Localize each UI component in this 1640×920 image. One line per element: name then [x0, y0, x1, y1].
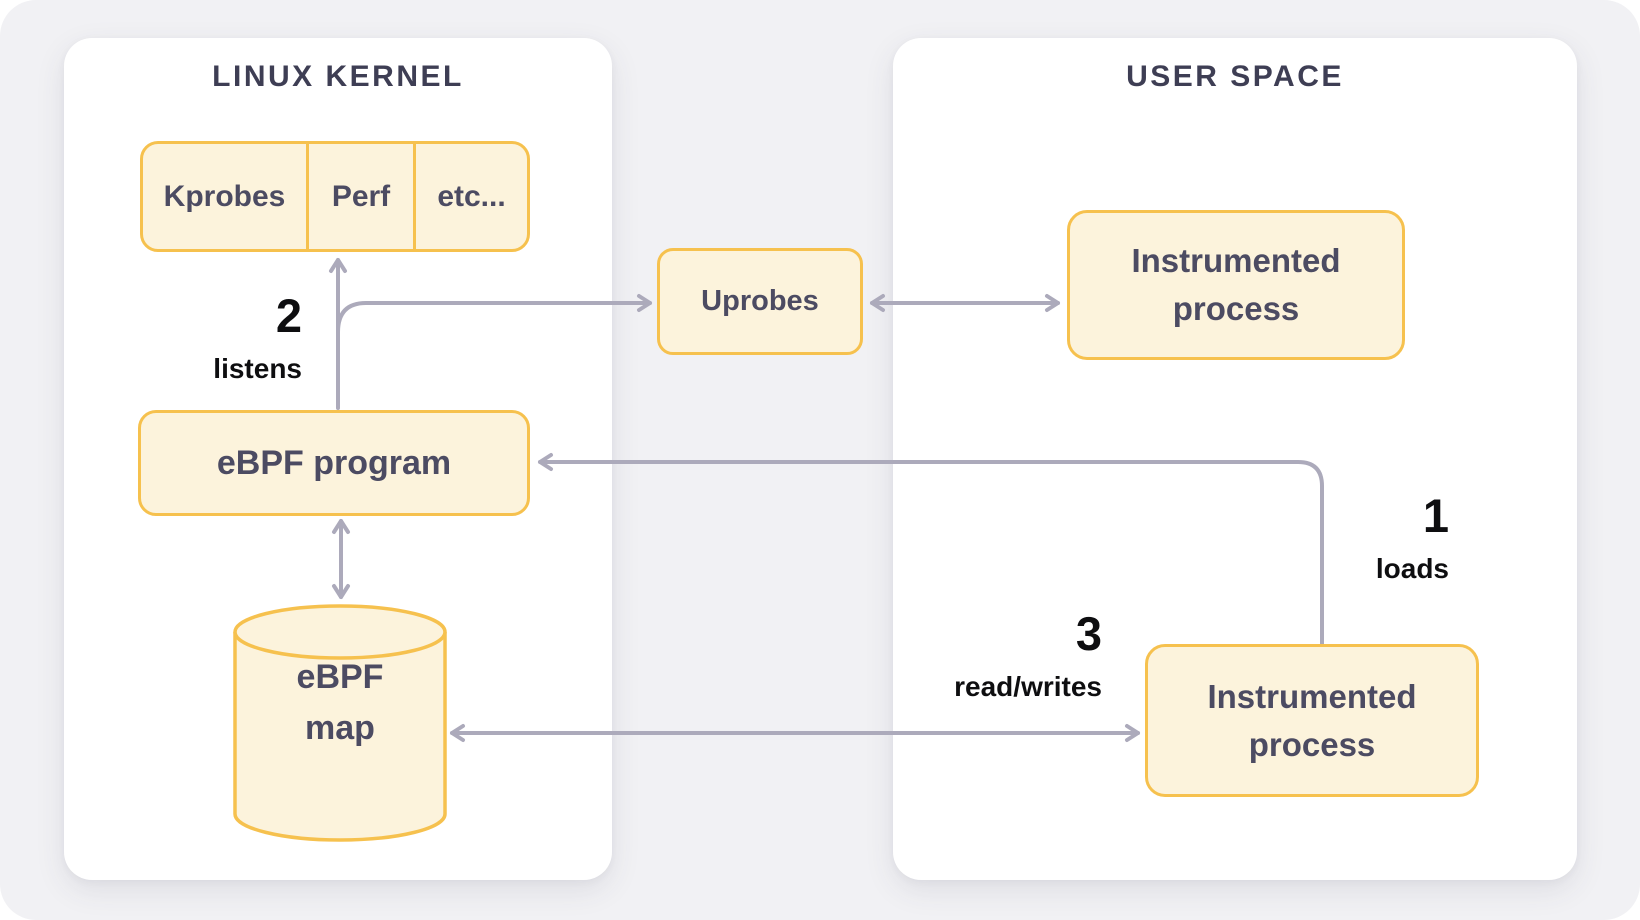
- annotation-read-writes-number: 3: [1075, 607, 1102, 660]
- annotation-loads: 1 loads: [1376, 491, 1449, 584]
- ebpf-map-cylinder: [233, 604, 447, 842]
- annotation-listens-number: 2: [275, 289, 302, 342]
- instrumented-process-bottom-node: Instrumented process: [1145, 644, 1479, 797]
- annotation-read-writes: 3 read/writes: [954, 609, 1102, 702]
- instrumented-process-top-node: Instrumented process: [1067, 210, 1405, 360]
- annotation-read-writes-label: read/writes: [954, 671, 1102, 702]
- perf-cell: Perf: [306, 144, 413, 249]
- annotation-listens-label: listens: [213, 353, 302, 384]
- ebpf-program-node: eBPF program: [138, 410, 530, 516]
- annotation-loads-number: 1: [1422, 489, 1449, 542]
- linux-kernel-title: LINUX KERNEL: [212, 60, 464, 93]
- annotation-listens: 2 listens: [213, 291, 302, 384]
- kprobes-cell: Kprobes: [163, 179, 286, 213]
- annotation-loads-label: loads: [1375, 553, 1449, 584]
- ebpf-map-label: eBPF map: [296, 658, 384, 747]
- probe-sources-row: Kprobes Perf etc...: [140, 141, 530, 252]
- user-space-title: USER SPACE: [1126, 60, 1344, 93]
- uprobes-node: Uprobes: [657, 248, 863, 355]
- etc-cell: etc...: [413, 144, 527, 249]
